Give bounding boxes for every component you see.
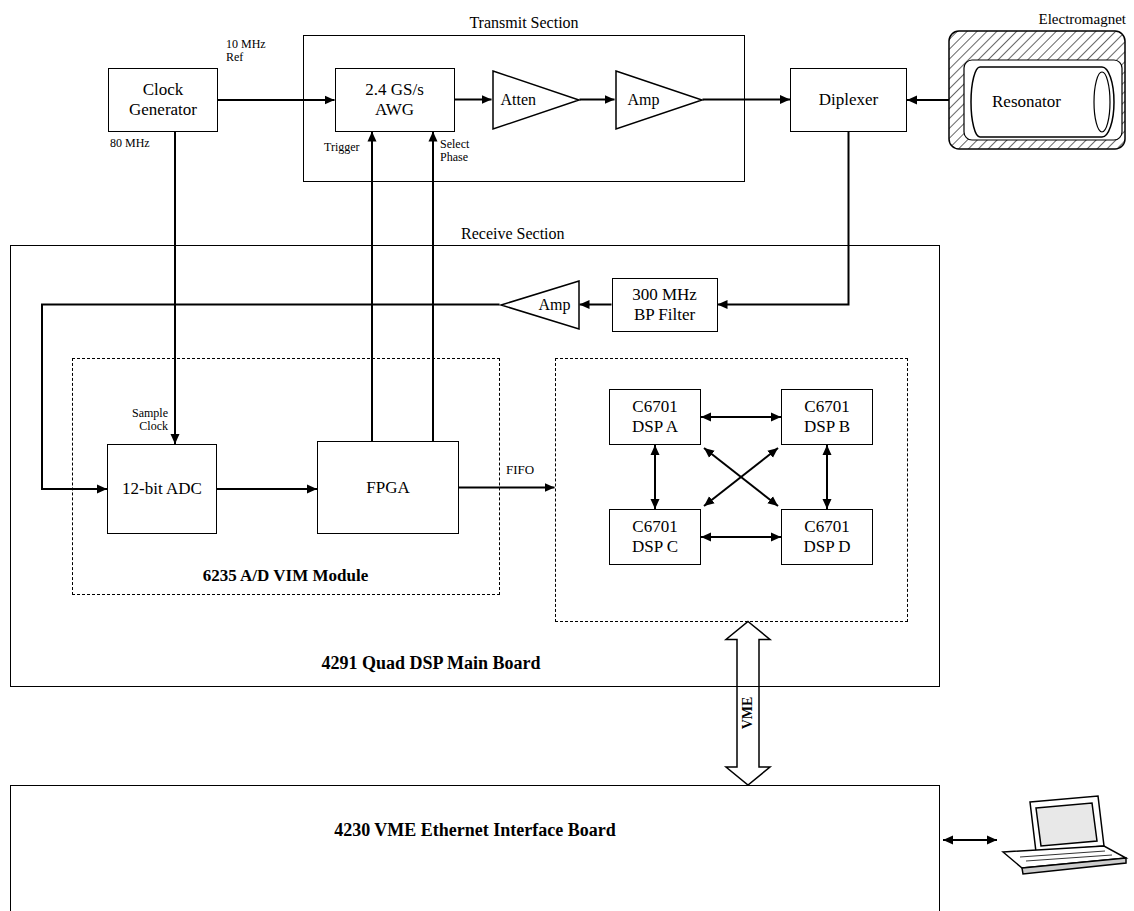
node-label: Atten (501, 92, 537, 108)
node-label: 300 MHz BP Filter (623, 285, 707, 324)
dsp-box: C6701 DSP C (609, 509, 701, 565)
filter-box: 300 MHz BP Filter (612, 278, 718, 332)
signal-arrow (701, 536, 781, 538)
signal-arrow (455, 99, 492, 101)
signal-arrow (704, 448, 778, 506)
signal-label: FIFO (506, 463, 534, 477)
node-label: Amp (628, 92, 660, 108)
attenuator-triangle: Atten (492, 70, 580, 130)
signal-arrow (826, 445, 828, 509)
triangle-outline (616, 71, 702, 129)
signal-arrow (718, 132, 849, 305)
node-label: FPGA (366, 478, 409, 498)
section-heading: Receive Section (461, 225, 565, 243)
node-label: Diplexer (819, 90, 878, 110)
signal-arrow (432, 132, 434, 442)
bus-label: VME (741, 696, 755, 731)
magnet-hatch (949, 31, 1125, 149)
section-panel: 2.4 GS/s AWGAttenAmpTransmit Section (303, 35, 745, 182)
laptop-link (943, 840, 997, 841)
board-panel: 300 MHz BP Filter Amp 12-bit ADC FPGA 6235 A… (10, 245, 940, 687)
node-label: C6701 DSP A (620, 397, 690, 436)
signal-label: 10 MHz Ref (226, 38, 270, 64)
clock-box: Clock Generator (108, 68, 218, 132)
node-label: C6701 DSP C (620, 517, 690, 556)
signal-arrow (218, 99, 335, 101)
dsp-box: C6701 DSP D (781, 509, 873, 565)
laptop-icon (1003, 796, 1126, 874)
connector-group (42, 100, 970, 786)
signal-arrow (580, 304, 612, 306)
signal-arrow (174, 132, 176, 444)
node-label: Clock Generator (117, 80, 209, 119)
signal-arrow (371, 132, 373, 442)
signal-name: Sample Clock (122, 407, 168, 433)
section-heading: 6235 A/D VIM Module (73, 566, 499, 586)
signal-arrow (217, 488, 317, 490)
laptop-display (1036, 803, 1097, 846)
signal-label: Select Phase (440, 138, 482, 164)
signal-arrow (654, 445, 656, 509)
signal-label: 80 MHz (110, 137, 150, 150)
laptop-screen (1030, 796, 1104, 852)
section-heading: Transmit Section (304, 14, 744, 32)
interface-board: 4230 VME Ethernet Interface Board (10, 785, 940, 911)
triangle-outline (493, 71, 579, 129)
node-label: C6701 DSP B (792, 397, 862, 436)
amplifier-triangle: Amp (615, 70, 703, 130)
electromagnet-housing: ResonatorElectromagnet (948, 30, 1126, 150)
module-outline: 12-bit ADC FPGA 6235 A/D VIM Module (72, 358, 500, 595)
triangle-outline (501, 281, 579, 329)
signal-arrow (704, 448, 778, 506)
dsp-box: C6701 DSP B (781, 389, 873, 445)
ethernet-arrow (943, 839, 997, 841)
node-label: Resonator (992, 92, 1061, 112)
dsp-cluster-outline: C6701 DSP A C6701 DSP B C6701 DSP C C6701 D… (555, 358, 908, 622)
amplifier-triangle: Amp (500, 280, 580, 330)
resonator-cylinder: Resonator (970, 66, 1116, 138)
adc-box: 12-bit ADC (107, 444, 217, 534)
dsp-box: C6701 DSP A (609, 389, 701, 445)
signal-arrow (703, 99, 791, 101)
diplexer-box: Diplexer (790, 68, 907, 132)
section-heading: 4291 Quad DSP Main Board (11, 653, 851, 674)
bus-arrow (726, 622, 770, 786)
resonator-end (1094, 72, 1110, 132)
signal-arrow (459, 487, 555, 489)
section-heading: Electromagnet (1039, 11, 1126, 28)
node-label: 12-bit ADC (122, 479, 202, 499)
node-label: 2.4 GS/s AWG (353, 80, 437, 119)
resonator-body (971, 67, 1114, 137)
fpga-box: FPGA (317, 441, 459, 534)
section-heading: 4230 VME Ethernet Interface Board (11, 820, 939, 841)
signal-label: Trigger (324, 141, 360, 154)
signal-arrow (701, 416, 781, 418)
awg-box: 2.4 GS/s AWG (335, 68, 455, 132)
signal-arrow (580, 99, 615, 101)
node-label: Amp (539, 297, 571, 313)
magnet-bore (964, 60, 1122, 140)
keyboard-row (1026, 855, 1112, 861)
node-label: C6701 DSP D (792, 517, 862, 556)
